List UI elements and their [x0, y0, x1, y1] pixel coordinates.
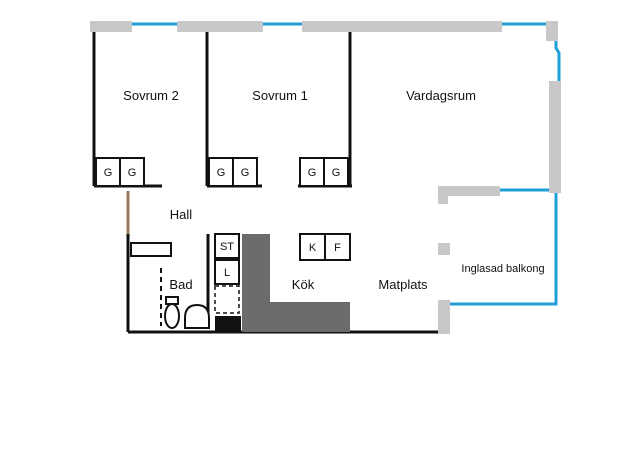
closet-label: G: [128, 167, 137, 179]
windows: [132, 22, 561, 306]
room-label-bath: Bad: [169, 277, 192, 292]
dryer-label: ST: [220, 241, 234, 253]
closet-label: G: [241, 167, 250, 179]
room-label-hall: Hall: [170, 207, 193, 222]
room-label-bedroom2: Sovrum 2: [123, 88, 179, 103]
closet-label: G: [217, 167, 226, 179]
room-label-bedroom1: Sovrum 1: [252, 88, 308, 103]
closet-box: [95, 157, 121, 187]
shaft: [215, 316, 241, 332]
closet-label: G: [332, 167, 341, 179]
toilet: [164, 296, 180, 329]
closet-boxes: [95, 157, 349, 187]
fridge-label: K: [309, 242, 317, 254]
room-label-kitchen: Kök: [292, 277, 315, 292]
dryer-box: [214, 233, 240, 259]
exterior-walls: [90, 21, 561, 334]
closet-box: [232, 157, 258, 187]
l-label: L: [224, 267, 230, 279]
closet-box: [299, 157, 325, 187]
fridge-box: [299, 233, 326, 261]
sink: [184, 303, 210, 329]
freezer-box: [324, 233, 351, 261]
kitchen-counter: [242, 234, 350, 332]
closet-box: [323, 157, 349, 187]
closet-label: G: [104, 167, 113, 179]
room-label-dining: Matplats: [378, 277, 428, 292]
l-box: [214, 259, 240, 285]
closet-label: G: [308, 167, 317, 179]
closet-labels: G G G G G G: [104, 167, 341, 179]
washer-space: [214, 285, 240, 314]
room-label-living: Vardagsrum: [406, 88, 476, 103]
closet-box: [119, 157, 145, 187]
freezer-label: F: [334, 242, 341, 254]
bath-bench: [130, 242, 172, 257]
closet-box: [208, 157, 234, 187]
room-label-balcony: Inglasad balkong: [461, 263, 544, 275]
